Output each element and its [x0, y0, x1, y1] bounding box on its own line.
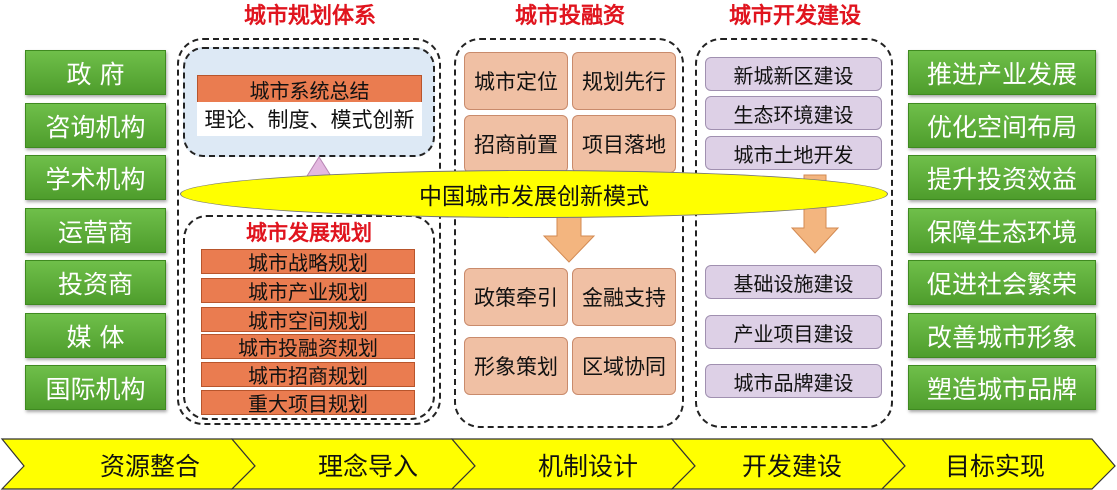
plan-investment-finance: 城市投融资规划 — [201, 334, 415, 360]
finance-financial-support: 金融支持 — [572, 268, 676, 326]
left-box-operator: 运营商 — [25, 208, 166, 253]
planning-system-title: 城市规划体系 — [243, 4, 376, 29]
finance-planning-first: 规划先行 — [572, 52, 676, 110]
development-container — [695, 38, 893, 428]
development-plan-panel — [183, 215, 435, 420]
left-box-media: 媒 体 — [25, 313, 166, 358]
center-ellipse: 中国城市发展创新模式 — [180, 170, 888, 218]
right-box-industry: 推进产业发展 — [908, 50, 1096, 95]
plan-investment-attraction: 城市招商规划 — [201, 362, 415, 388]
dev-infrastructure: 基础设施建设 — [705, 265, 882, 299]
finance-project-landing: 项目落地 — [572, 115, 676, 173]
dev-ecology: 生态环境建设 — [705, 96, 882, 130]
plan-industry: 城市产业规划 — [201, 278, 415, 304]
left-box-academic: 学术机构 — [25, 155, 166, 200]
dev-new-district: 新城新区建设 — [705, 57, 882, 91]
planning-system-container — [177, 38, 441, 425]
dev-industrial-projects: 产业项目建设 — [705, 315, 882, 349]
investment-finance-title: 城市投融资 — [514, 4, 625, 29]
summary-line1: 城市系统总结 — [197, 75, 422, 103]
finance-city-positioning: 城市定位 — [464, 52, 568, 110]
right-box-city-brand: 塑造城市品牌 — [908, 365, 1096, 410]
plan-strategy: 城市战略规划 — [201, 249, 415, 275]
right-box-city-image: 改善城市形象 — [908, 313, 1096, 358]
finance-image-planning: 形象策划 — [464, 337, 568, 395]
left-box-investor: 投资商 — [25, 260, 166, 305]
down-arrow-finance — [542, 215, 596, 263]
left-box-consulting: 咨询机构 — [25, 103, 166, 148]
step-concept-import: 理念导入 — [317, 452, 418, 481]
plan-major-projects: 重大项目规划 — [201, 390, 415, 416]
chevron-5 — [880, 438, 1116, 490]
step-development: 开发建设 — [741, 452, 842, 481]
plan-space: 城市空间规划 — [201, 307, 415, 333]
right-box-investment-benefit: 提升投资效益 — [908, 155, 1096, 200]
step-goal-realization: 目标实现 — [944, 452, 1045, 481]
left-box-international: 国际机构 — [25, 365, 166, 410]
dev-land: 城市土地开发 — [705, 136, 882, 170]
step-resource-integration: 资源整合 — [99, 452, 200, 481]
summary-line2: 理论、制度、模式创新 — [197, 102, 422, 136]
right-box-space-layout: 优化空间布局 — [908, 103, 1096, 148]
right-box-ecology: 保障生态环境 — [908, 208, 1096, 253]
finance-investment-front: 招商前置 — [464, 115, 568, 173]
finance-container — [454, 38, 684, 428]
dev-plan-title: 城市发展规划 — [246, 221, 372, 245]
finance-policy-guidance: 政策牵引 — [464, 268, 568, 326]
finance-regional-coordination: 区域协同 — [572, 337, 676, 395]
dev-city-brand: 城市品牌建设 — [705, 364, 882, 398]
right-box-society: 促进社会繁荣 — [908, 260, 1096, 305]
left-box-government: 政 府 — [25, 50, 166, 95]
development-title: 城市开发建设 — [728, 4, 861, 29]
step-mechanism-design: 机制设计 — [537, 452, 638, 481]
